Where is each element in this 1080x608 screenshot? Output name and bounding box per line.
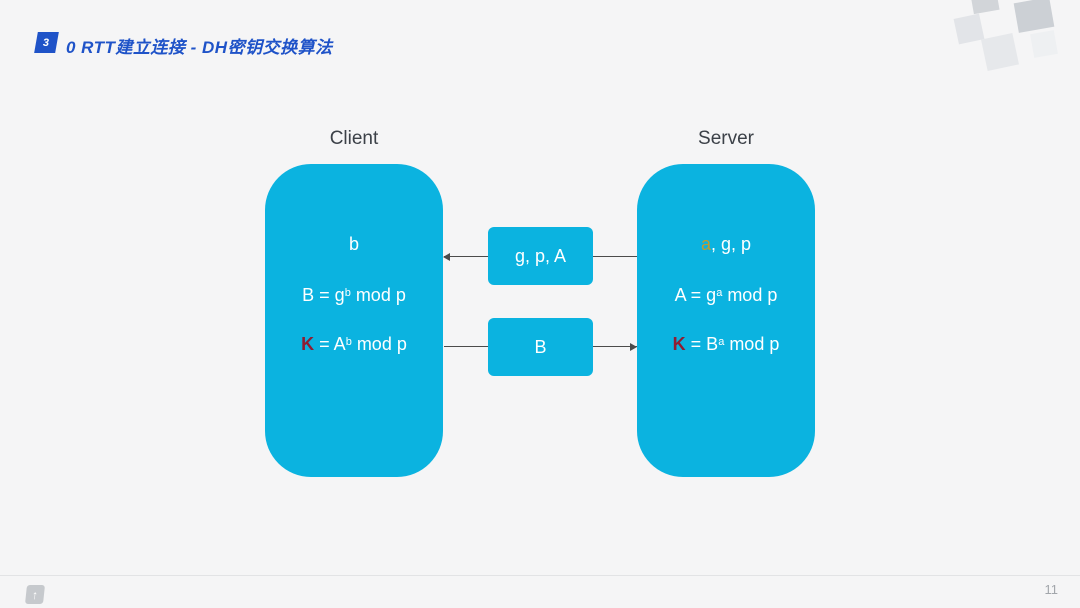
page-number: 11 <box>1044 582 1059 597</box>
client-key-formula: K = Ab mod p <box>301 334 407 354</box>
client-public-formula: B = gb mod p <box>302 285 406 305</box>
server-public-formula: A = ga mod p <box>674 285 778 305</box>
arrow-to-client-line <box>593 256 637 257</box>
arrow-to-client-line <box>444 256 488 257</box>
section-number: 3 <box>43 36 50 49</box>
arrow-to-server-head-icon <box>630 342 637 351</box>
server-label: Server <box>698 128 754 149</box>
client-secret-value: b <box>348 234 359 254</box>
server-secret-value: a <box>700 234 711 254</box>
slide-header: 3 0 RTT建立连接 - DH密钥交换算法 <box>0 0 1080 80</box>
footer-divider <box>0 575 1080 576</box>
section-number-badge: 3 <box>34 32 59 53</box>
server-params: a, g, p <box>700 234 752 254</box>
arrow-to-server-line <box>593 346 637 347</box>
arrow-to-client-head-icon <box>443 252 450 261</box>
message-box-gpa: g, p, A <box>488 227 593 285</box>
shared-key-symbol: K <box>301 334 315 354</box>
decor-square-icon <box>981 33 1019 71</box>
message-label: B <box>534 336 547 357</box>
shared-key-symbol: K <box>672 334 686 354</box>
footer-logo-icon: ↑ <box>25 585 45 604</box>
arrow-to-server-line <box>444 346 488 347</box>
message-box-b: B <box>488 318 593 376</box>
decor-square-icon <box>1013 0 1055 33</box>
server-box: a, g, p A = ga mod p K = Ba mod p <box>637 164 815 477</box>
message-label: g, p, A <box>514 245 567 266</box>
decor-square-icon <box>953 13 985 45</box>
corner-decoration <box>950 0 1080 90</box>
server-key-formula: K = Ba mod p <box>672 334 780 354</box>
decor-square-icon <box>1030 30 1058 58</box>
slide-title: 0 RTT建立连接 - DH密钥交换算法 <box>66 38 333 57</box>
client-label: Client <box>329 128 379 149</box>
client-box: b B = gb mod p K = Ab mod p <box>265 164 443 477</box>
decor-square-icon <box>970 0 1000 15</box>
